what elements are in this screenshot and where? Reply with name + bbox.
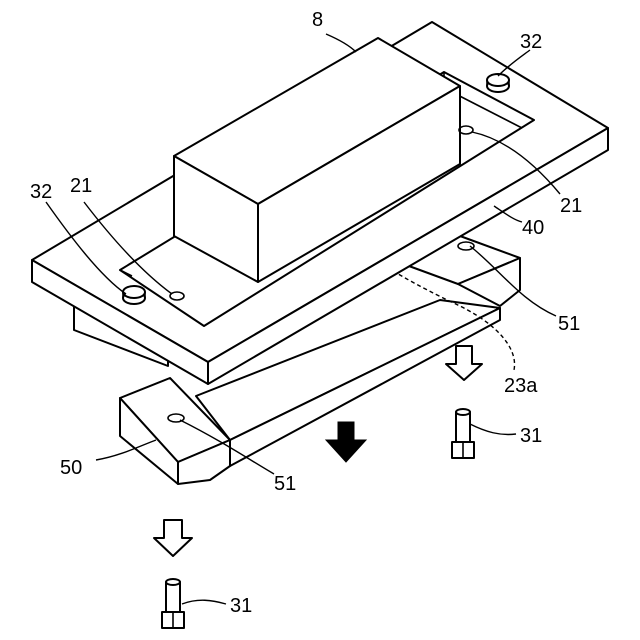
leader-8 xyxy=(326,34,356,52)
label-21-left: 21 xyxy=(70,175,92,197)
screw-32-upper xyxy=(487,74,509,92)
label-50: 50 xyxy=(60,457,82,479)
label-32-left: 32 xyxy=(30,181,52,203)
screw-31-right xyxy=(452,409,474,458)
solid-down-arrow xyxy=(326,422,366,462)
hole-21-right xyxy=(459,126,473,134)
label-31-bottom: 31 xyxy=(230,595,252,617)
screw-32-left xyxy=(123,286,145,304)
leader-31-right xyxy=(470,424,516,435)
label-31-right: 31 xyxy=(520,425,542,447)
label-51-rear: 51 xyxy=(558,313,580,335)
label-8: 8 xyxy=(312,9,323,31)
hollow-down-arrow-right xyxy=(446,346,482,380)
hole-21-left xyxy=(170,292,184,300)
label-21-right: 21 xyxy=(560,195,582,217)
label-32-upper: 32 xyxy=(520,31,542,53)
label-40: 40 xyxy=(522,217,544,239)
label-51-front: 51 xyxy=(274,473,296,495)
screw-head-shape xyxy=(123,286,145,298)
hollow-down-arrow-bottom xyxy=(154,520,192,556)
leader-31-bottom xyxy=(182,600,226,604)
screw-shaft-top xyxy=(456,409,470,415)
label-23a: 23a xyxy=(504,375,538,397)
screw-shaft-top xyxy=(166,579,180,585)
screw-31-bottom xyxy=(162,579,184,628)
screw-shaft xyxy=(456,412,470,442)
screw-shaft xyxy=(166,582,180,612)
